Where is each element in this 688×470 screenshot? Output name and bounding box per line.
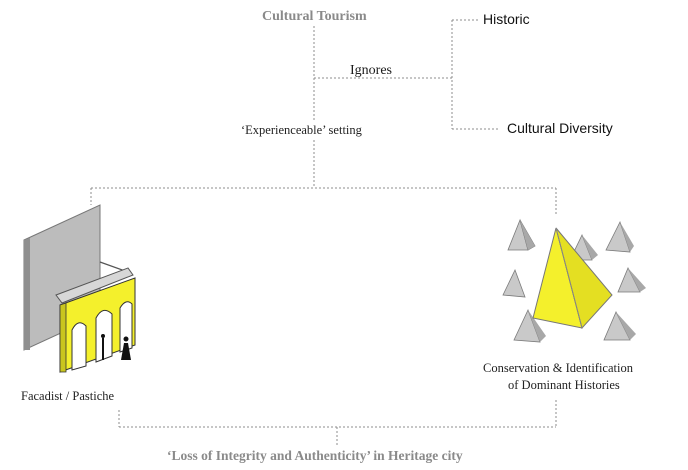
right-outcome-label-line1: Conservation & Identification	[483, 361, 633, 375]
left-outcome-label: Facadist / Pastiche	[21, 389, 115, 403]
setting-label: ‘Experienceable’ setting	[241, 123, 362, 137]
facade-illustration	[23, 204, 136, 373]
diagram-title: Cultural Tourism	[262, 9, 367, 24]
ignored-item-historic: Historic	[483, 11, 530, 27]
ignores-label: Ignores	[350, 63, 392, 78]
conclusion-label: ‘Loss of Integrity and Authenticity’ in …	[167, 448, 463, 463]
ignored-item-cultural-diversity: Cultural Diversity	[507, 120, 613, 136]
pyramid-illustration	[502, 218, 646, 343]
right-outcome-label-line2: of Dominant Histories	[508, 378, 620, 392]
